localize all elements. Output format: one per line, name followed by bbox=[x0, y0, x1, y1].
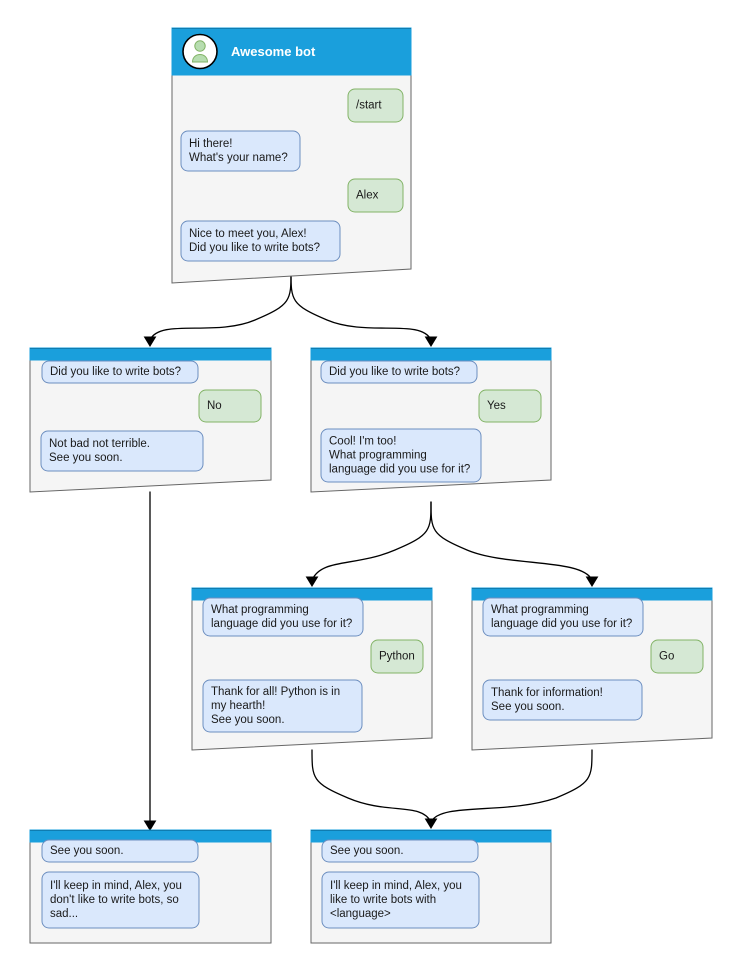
window-titlebar[interactable] bbox=[310, 347, 552, 361]
user-message-bubble[interactable] bbox=[347, 88, 404, 123]
message-line: Cool! I'm too! bbox=[329, 436, 396, 448]
message-line: Alex bbox=[356, 190, 379, 202]
message-line: Python bbox=[379, 651, 415, 663]
message-line: Yes bbox=[487, 400, 506, 412]
language-python-window: What programming language did you use for… bbox=[191, 587, 433, 751]
message-line: my hearth! bbox=[211, 700, 265, 712]
connector-arrowhead bbox=[143, 336, 157, 347]
message-line: What programming bbox=[211, 604, 309, 616]
connector-arrowhead bbox=[424, 818, 438, 829]
window-title: Awesome bot bbox=[231, 44, 316, 59]
connector-python-to-end-happy bbox=[311, 749, 438, 829]
connector-arrowhead bbox=[305, 576, 319, 587]
bot-message-bubble[interactable] bbox=[41, 839, 199, 863]
window-titlebar[interactable] bbox=[29, 347, 272, 361]
bot-message-bubble[interactable] bbox=[482, 679, 643, 721]
end-happy-window: See you soon. I'll keep in mind, Alex, yo… bbox=[310, 829, 552, 944]
bot-message-bubble[interactable] bbox=[321, 839, 479, 863]
bot-message-bubble[interactable] bbox=[40, 430, 204, 472]
connector-yes-branch-to-python bbox=[305, 501, 432, 587]
message-line: I'll keep in mind, Alex, you bbox=[50, 880, 182, 892]
user-message-bubble[interactable] bbox=[198, 389, 262, 423]
bot-message-bubble[interactable] bbox=[320, 428, 482, 483]
message-line: See you soon. bbox=[330, 845, 404, 857]
message-line: Go bbox=[659, 651, 674, 663]
connector-root-to-no-branch bbox=[143, 271, 292, 347]
message-line: Did you like to write bots? bbox=[189, 242, 320, 254]
message-line: What's your name? bbox=[189, 152, 288, 164]
bot-message-bubble[interactable] bbox=[320, 360, 478, 384]
connector-path bbox=[430, 749, 593, 823]
message-line: See you soon. bbox=[491, 701, 565, 713]
message-line: like to write bots with bbox=[330, 894, 436, 906]
message-line: I'll keep in mind, Alex, you bbox=[330, 880, 462, 892]
message-line: What programming bbox=[491, 604, 589, 616]
user-message-bubble[interactable] bbox=[650, 639, 704, 674]
message-line: <language> bbox=[330, 908, 391, 920]
bot-message-bubble[interactable] bbox=[41, 360, 199, 384]
connector-path bbox=[311, 749, 432, 823]
user-message-bubble[interactable] bbox=[347, 178, 404, 213]
bot-message-bubble[interactable] bbox=[202, 679, 363, 733]
bot-message-bubble[interactable] bbox=[180, 130, 301, 172]
avatar-head-icon bbox=[194, 40, 206, 52]
message-line: Thank for all! Python is in bbox=[211, 686, 340, 698]
connector-arrowhead bbox=[585, 576, 599, 587]
message-line: Did you like to write bots? bbox=[50, 366, 181, 378]
connector-path bbox=[430, 501, 593, 581]
windows-layer: Awesome bot/start Hi there! What's your na… bbox=[29, 27, 713, 944]
bot-message-bubble[interactable] bbox=[321, 871, 480, 929]
avatar-body-icon bbox=[191, 54, 209, 63]
user-message-bubble[interactable] bbox=[370, 639, 424, 674]
message-line: No bbox=[207, 400, 222, 412]
connector-go-to-end-happy bbox=[430, 749, 593, 823]
message-line: /start bbox=[356, 100, 382, 112]
connector-root-to-yes-branch bbox=[290, 271, 438, 347]
message-line: See you soon. bbox=[49, 452, 123, 464]
bot-message-bubble[interactable] bbox=[482, 597, 644, 637]
message-line: What programming bbox=[329, 450, 427, 462]
message-line: sad... bbox=[50, 908, 78, 920]
bot-message-bubble[interactable] bbox=[41, 871, 200, 929]
message-line: Hi there! bbox=[189, 138, 232, 150]
message-line: language did you use for it? bbox=[329, 464, 470, 476]
connector-arrowhead bbox=[424, 336, 438, 347]
bot-message-bubble[interactable] bbox=[202, 597, 364, 637]
message-line: language did you use for it? bbox=[491, 618, 632, 630]
message-line: Thank for information! bbox=[491, 687, 603, 699]
connector-path bbox=[311, 501, 432, 581]
message-line: don't like to write bots, so bbox=[50, 894, 179, 906]
message-line: See you soon. bbox=[50, 845, 124, 857]
message-line: language did you use for it? bbox=[211, 618, 352, 630]
message-line: Not bad not terrible. bbox=[49, 438, 150, 450]
message-line: Nice to meet you, Alex! bbox=[189, 228, 307, 240]
awesome-bot-root-window: Awesome bot/start Hi there! What's your na… bbox=[171, 27, 412, 284]
bot-message-bubble[interactable] bbox=[180, 220, 341, 262]
connector-path bbox=[290, 271, 432, 341]
message-line: Did you like to write bots? bbox=[329, 366, 460, 378]
connector-no-branch-to-end-sad bbox=[143, 491, 157, 831]
connector-arrowhead bbox=[143, 820, 157, 831]
connector-yes-branch-to-go bbox=[430, 501, 599, 587]
message-line: See you soon. bbox=[211, 714, 285, 726]
language-go-window: What programming language did you use for… bbox=[471, 587, 713, 751]
connectors-layer bbox=[143, 271, 599, 831]
connector-path bbox=[149, 271, 292, 341]
end-sad-window: See you soon. I'll keep in mind, Alex, yo… bbox=[29, 829, 272, 944]
user-message-bubble[interactable] bbox=[478, 389, 542, 423]
